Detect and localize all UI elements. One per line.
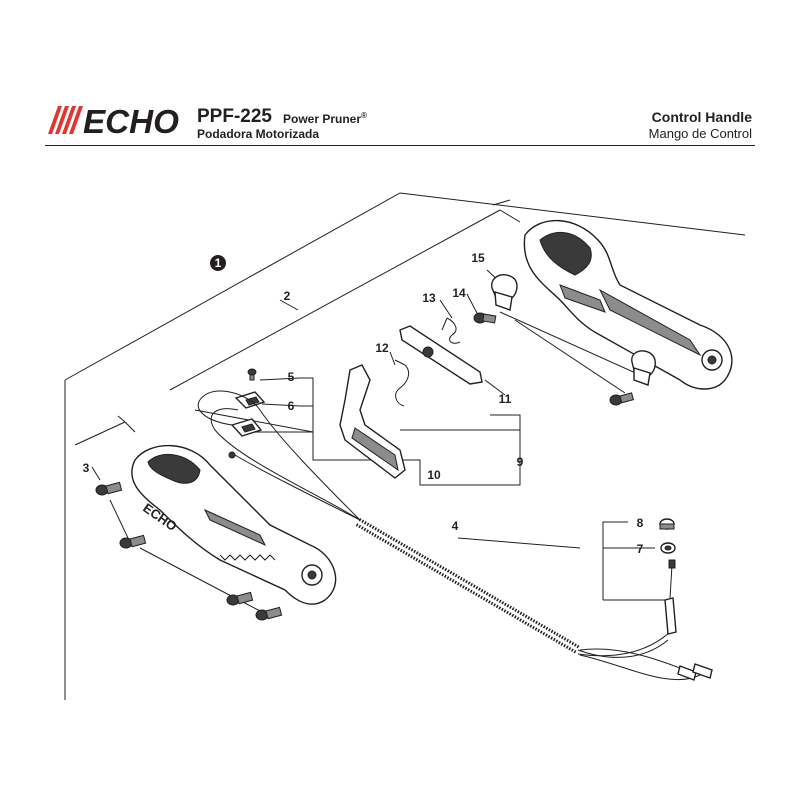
clip-part-15-upper [491, 274, 518, 311]
front-handle-half: ECHO [131, 444, 337, 605]
throttle-cable-part-4 [355, 518, 713, 681]
echo-logo: ECHO [48, 104, 179, 136]
switch-wires [197, 390, 361, 521]
nut-part-8 [659, 518, 675, 530]
callout-8: 8 [637, 516, 644, 530]
nut-part-7 [660, 542, 676, 554]
spring-part-13 [441, 317, 461, 344]
header-divider [45, 145, 755, 146]
switch-part-6-lower [230, 418, 263, 437]
lever-part-11 [399, 325, 483, 385]
spring-part-12 [394, 359, 410, 407]
clip-part-15-lower [631, 350, 656, 386]
callout-7: 7 [637, 542, 644, 556]
callout-14: 14 [452, 286, 466, 300]
callout-1-badge [210, 255, 226, 271]
screw-part-14-lower [609, 392, 635, 406]
screw-part-3-d [255, 606, 283, 621]
callout-4: 4 [452, 519, 459, 533]
callout-numbers: 1 2 3 4 5 6 7 8 9 10 11 12 13 14 15 [83, 251, 644, 556]
section-title-spanish: Mango de Control [648, 126, 752, 141]
product-name: Power Pruner® [283, 111, 367, 126]
callout-12: 12 [375, 341, 389, 355]
screw-part-14-upper [473, 312, 497, 324]
screw-part-3-a [95, 481, 123, 496]
screw-part-3-c [226, 591, 254, 606]
callout-15: 15 [471, 251, 485, 265]
section-title: Control Handle [651, 109, 752, 125]
callout-6: 6 [288, 399, 295, 413]
callout-3: 3 [83, 461, 90, 475]
callout-2: 2 [284, 289, 291, 303]
callout-10: 10 [427, 468, 441, 482]
logo-stripes-icon [48, 106, 83, 134]
page-header: ECHO PPF-225 Power Pruner® Podadora Moto… [0, 0, 800, 150]
screw-part-5 [247, 368, 257, 381]
callout-11: 11 [499, 392, 512, 406]
assembly-bracket-lines [64, 192, 746, 700]
rear-handle-half [523, 219, 733, 390]
callout-5: 5 [288, 370, 295, 384]
callout-13: 13 [422, 291, 436, 305]
screw-part-3-b [119, 534, 147, 549]
throttle-trigger-part-10 [339, 364, 406, 479]
logo-wordmark: ECHO [83, 104, 179, 136]
registered-mark: ® [361, 111, 367, 120]
callout-1: 1 [215, 256, 222, 270]
product-name-spanish: Podadora Motorizada [197, 127, 320, 141]
product-name-text: Power Pruner [283, 112, 362, 126]
model-number: PPF-225 [197, 106, 272, 127]
callout-9: 9 [517, 455, 524, 469]
